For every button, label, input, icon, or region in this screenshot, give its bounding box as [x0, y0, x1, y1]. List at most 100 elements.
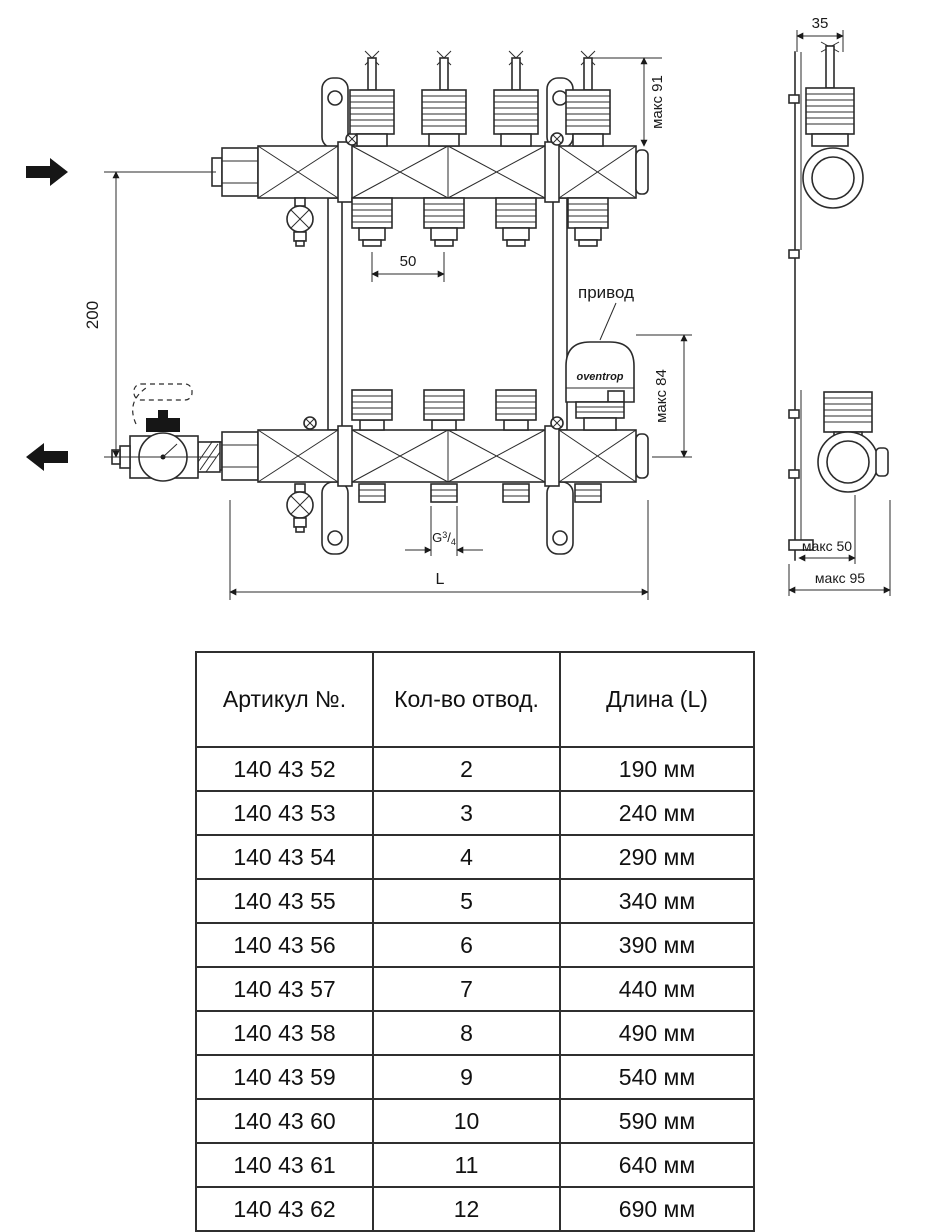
article-cell: 140 43 57 [195, 966, 374, 1012]
side-valve-top [802, 41, 864, 209]
valve-tower-1 [349, 50, 395, 147]
length-cell: 590 мм [559, 1098, 755, 1144]
article-cell: 140 43 53 [195, 790, 374, 836]
outlets-cell: 11 [372, 1142, 561, 1188]
table-row: 140 43 57 7 440 мм [195, 966, 755, 1012]
bottom-nipple-4 [574, 483, 602, 503]
dim-L-label: L [436, 571, 445, 588]
outlet-coupling-1 [351, 197, 393, 247]
table-row: 140 43 55 5 340 мм [195, 878, 755, 924]
spec-table-section: Артикул №. Кол-во отвод. Длина (L) 140 4… [195, 651, 930, 1232]
privod-callout: привод [578, 283, 634, 341]
article-cell: 140 43 60 [195, 1098, 374, 1144]
article-cell: 140 43 55 [195, 878, 374, 924]
col-header-length: Длина (L) [559, 651, 755, 748]
return-arrow-icon [26, 443, 68, 471]
drain-valve-top [286, 197, 314, 247]
dim-200-label: 200 [83, 301, 102, 329]
valve-tower-4 [565, 50, 611, 147]
outlets-cell: 8 [372, 1010, 561, 1056]
side-valve-bottom [817, 391, 889, 493]
dim-maks-50-label: макс 50 [802, 538, 852, 554]
dim-maks-95-label: макс 95 [815, 570, 865, 586]
table-row: 140 43 53 3 240 мм [195, 790, 755, 836]
return-coupling-3 [495, 389, 537, 431]
dim-maks-84-label: макс 84 [653, 369, 670, 423]
outlets-cell: 5 [372, 878, 561, 924]
length-cell: 540 мм [559, 1054, 755, 1100]
table-row: 140 43 56 6 390 мм [195, 922, 755, 968]
outlet-coupling-3 [495, 197, 537, 247]
spec-table: Артикул №. Кол-во отвод. Длина (L) 140 4… [195, 651, 755, 1232]
valve-tower-2 [421, 50, 467, 147]
table-row: 140 43 54 4 290 мм [195, 834, 755, 880]
return-coupling-2 [423, 389, 465, 431]
outlets-cell: 9 [372, 1054, 561, 1100]
dim-maks-50: макс 50 [798, 495, 856, 564]
dim-maks-84: макс 84 [636, 334, 692, 458]
bottom-manifold [211, 416, 649, 487]
length-cell: 640 мм [559, 1142, 755, 1188]
manifold-technical-drawing: oventrop привод [26, 15, 891, 600]
length-cell: 340 мм [559, 878, 755, 924]
article-cell: 140 43 61 [195, 1142, 374, 1188]
table-row: 140 43 60 10 590 мм [195, 1098, 755, 1144]
bottom-nipple-2 [430, 483, 458, 503]
return-coupling-1 [351, 389, 393, 431]
side-view: 35 [788, 15, 891, 596]
article-cell: 140 43 59 [195, 1054, 374, 1100]
article-cell: 140 43 58 [195, 1010, 374, 1056]
bracket-plate-bottom-left [321, 481, 349, 555]
wall-bracket-profile [788, 51, 814, 561]
outlets-cell: 12 [372, 1186, 561, 1232]
dim-50-label: 50 [400, 253, 417, 270]
dim-g34: G3/4 [405, 506, 483, 556]
privod-label: привод [578, 283, 634, 302]
dim-35-label: 35 [812, 15, 829, 32]
table-row: 140 43 62 12 690 мм [195, 1186, 755, 1232]
table-row: 140 43 59 9 540 мм [195, 1054, 755, 1100]
length-cell: 190 мм [559, 746, 755, 792]
table-row: 140 43 58 8 490 мм [195, 1010, 755, 1056]
table-row: 140 43 52 2 190 мм [195, 746, 755, 792]
dim-maks-91-label: макс 91 [649, 75, 666, 129]
length-cell: 390 мм [559, 922, 755, 968]
article-cell: 140 43 56 [195, 922, 374, 968]
drain-valve-bottom [286, 483, 314, 533]
col-header-article: Артикул №. [195, 651, 374, 748]
valve-tower-3 [493, 50, 539, 147]
length-cell: 490 мм [559, 1010, 755, 1056]
outlets-cell: 7 [372, 966, 561, 1012]
outlet-coupling-4 [567, 197, 609, 247]
dim-L: L [229, 500, 649, 600]
ball-valve [111, 383, 221, 482]
supply-arrow-icon [26, 158, 68, 186]
table-header-row: Артикул №. Кол-во отвод. Длина (L) [195, 651, 755, 748]
bracket-plate-top-left [321, 77, 349, 149]
actuator-brand-label: oventrop [576, 371, 623, 383]
dim-maks-91: макс 91 [592, 57, 666, 147]
length-cell: 240 мм [559, 790, 755, 836]
dim-50: 50 [371, 252, 445, 282]
length-cell: 690 мм [559, 1186, 755, 1232]
actuator: oventrop [565, 341, 635, 431]
dim-35: 35 [796, 15, 844, 52]
article-cell: 140 43 54 [195, 834, 374, 880]
g34-label: G3/4 [432, 530, 456, 547]
front-view: oventrop привод [26, 50, 692, 600]
outlets-cell: 2 [372, 746, 561, 792]
col-header-outlets: Кол-во отвод. [372, 651, 561, 748]
outlets-cell: 10 [372, 1098, 561, 1144]
bottom-nipple-1 [358, 483, 386, 503]
outlets-cell: 3 [372, 790, 561, 836]
table-row: 140 43 61 11 640 мм [195, 1142, 755, 1188]
length-cell: 290 мм [559, 834, 755, 880]
bracket-plate-bottom-right [546, 481, 574, 555]
dim-maks-95: макс 95 [788, 500, 891, 596]
outlet-coupling-2 [423, 197, 465, 247]
outlets-cell: 4 [372, 834, 561, 880]
bottom-nipple-3 [502, 483, 530, 503]
dim-200: 200 [83, 171, 216, 458]
article-cell: 140 43 52 [195, 746, 374, 792]
outlets-cell: 6 [372, 922, 561, 968]
